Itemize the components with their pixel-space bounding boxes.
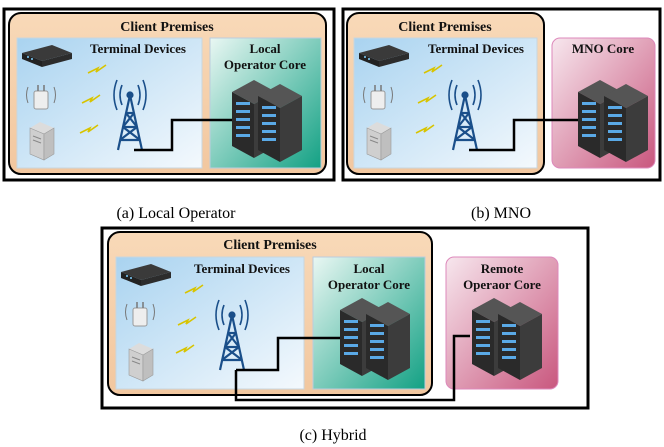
panel-c-client-label: Client Premises: [223, 238, 317, 253]
panel-a-terminal-label: Terminal Devices: [90, 41, 186, 56]
backhaul-link-local: [236, 336, 340, 372]
desktop-pc-icon: [128, 342, 154, 382]
backhaul-link: [134, 118, 232, 152]
caption-a: (a) Local Operator: [116, 205, 236, 222]
panel-c-outer-frame: [100, 226, 590, 410]
panel-b-client-label: Client Premises: [398, 20, 492, 35]
caption-b: (b) MNO: [471, 205, 531, 222]
panel-a-core-label-line2: Operator Core: [224, 57, 306, 72]
panel-b-outer-frame: [341, 7, 662, 182]
panel-b-core-label: MNO Core: [572, 41, 634, 56]
panel-local-operator: Client Premises Terminal Devices Local O…: [2, 7, 336, 182]
backhaul-link-remote: [234, 334, 470, 402]
panel-a-outer-frame: [2, 7, 336, 182]
caption-c: (c) Hybrid: [299, 427, 366, 444]
panel-c-terminal-label: Terminal Devices: [194, 261, 290, 276]
server-rack-icon: [340, 298, 410, 380]
panel-c-core-label-line1: Local: [353, 261, 384, 276]
panel-a-core-label-line1: Local: [249, 41, 280, 56]
panel-hybrid: Client Premises Terminal Devices Local O…: [100, 226, 590, 410]
panel-c-remote-label-line1: Remote: [481, 261, 524, 276]
panel-a-client-label: Client Premises: [120, 20, 214, 35]
panel-c-core-label-line2: Operator Core: [328, 277, 410, 292]
panel-mno: Client Premises Terminal Devices MNO Cor…: [341, 7, 662, 182]
server-rack-icon: [232, 80, 302, 162]
panel-c-remote-label-line2: Operaor Core: [463, 277, 541, 292]
server-rack-icon: [578, 80, 648, 162]
panel-b-terminal-label: Terminal Devices: [428, 41, 524, 56]
backhaul-link: [469, 118, 580, 152]
desktop-pc-icon: [366, 121, 392, 161]
desktop-pc-icon: [29, 121, 55, 161]
server-rack-icon: [472, 298, 542, 380]
